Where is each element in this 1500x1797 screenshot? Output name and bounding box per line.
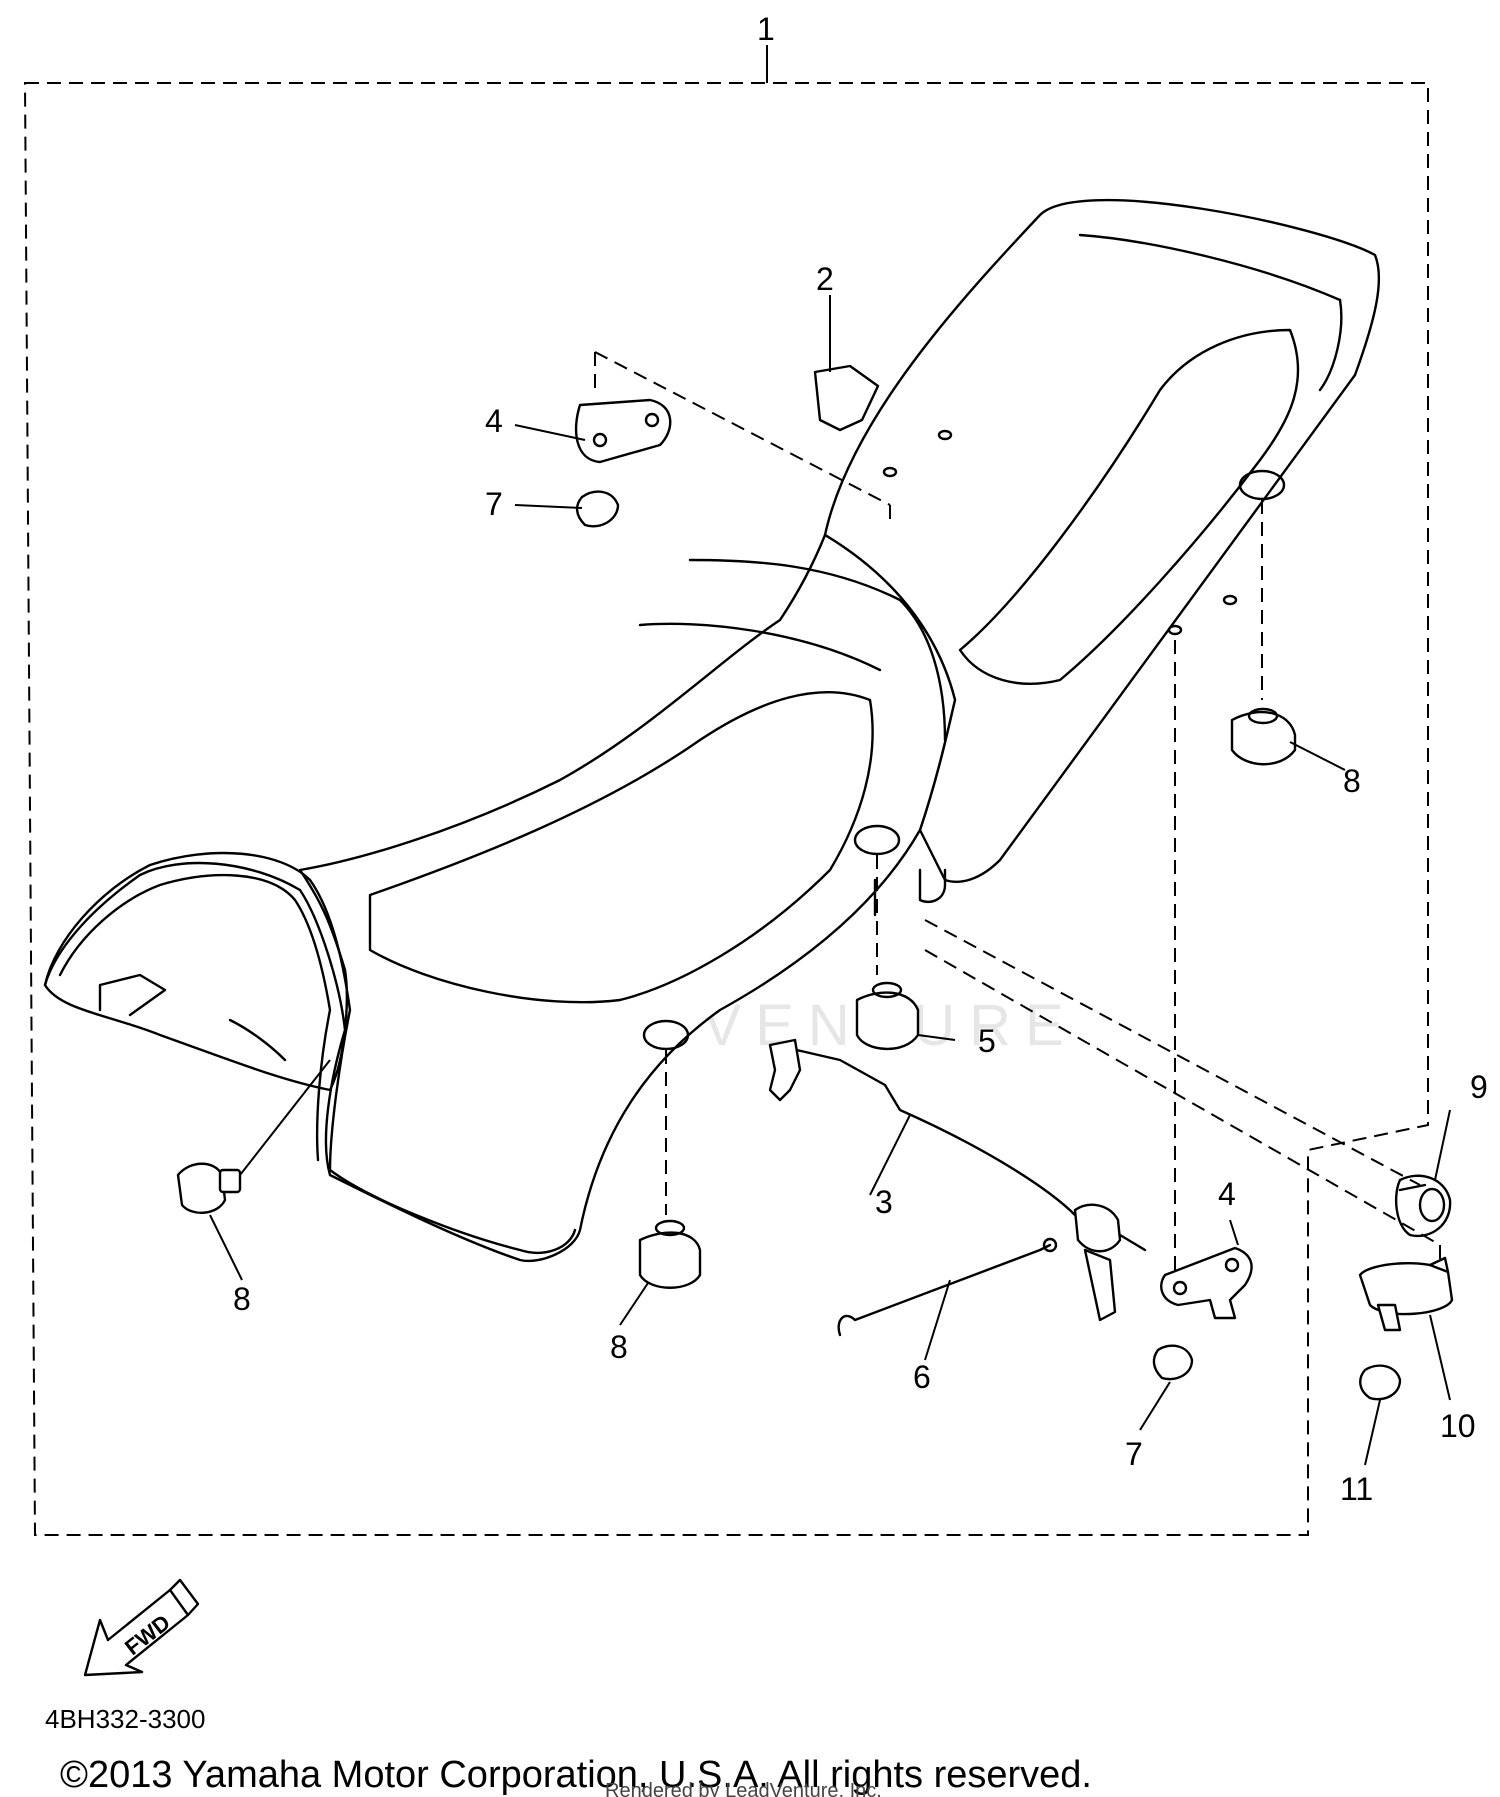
callout-5: 5 <box>978 1023 996 1059</box>
part-8-right-damper <box>1230 710 1297 766</box>
callout-1: 1 <box>757 11 775 47</box>
assembly-boundary <box>23 82 1429 1536</box>
callout-8-right: 8 <box>1343 763 1361 799</box>
part-8-lower-damper <box>638 1231 702 1289</box>
rendered-by: Rendered by LeadVenture, Inc. <box>605 1780 882 1797</box>
hardware <box>176 364 1454 1401</box>
guide-lines <box>594 351 1441 1270</box>
part-10-lock <box>1358 1262 1454 1316</box>
part-8-left-knob <box>176 1162 227 1214</box>
callout-2: 2 <box>816 261 834 297</box>
callout-11: 11 <box>1340 1471 1373 1507</box>
part-11-nut <box>1359 1364 1402 1401</box>
part-3-latch-rod <box>773 1043 1077 1217</box>
callout-3: 3 <box>875 1184 893 1220</box>
callout-10: 10 <box>1440 1408 1476 1444</box>
part-7-upper-nut <box>575 490 620 528</box>
callout-6: 6 <box>913 1359 931 1395</box>
callout-4-upper: 4 <box>485 403 503 439</box>
callout-8-left: 8 <box>233 1281 251 1317</box>
part-5-damper <box>855 991 920 1051</box>
copyright-notice: ©2013 Yamaha Motor Corporation, U.S.A. A… <box>60 1754 1092 1796</box>
callout-7-upper: 7 <box>485 486 503 522</box>
part-2-bracket <box>813 364 880 432</box>
part-4-upper-bracket <box>574 398 672 464</box>
part-7-lower-nut <box>1152 1344 1194 1381</box>
callout-4-lower: 4 <box>1218 1176 1236 1212</box>
callouts: 1 2 4 7 8 5 3 4 9 10 8 8 6 7 11 <box>233 11 1488 1507</box>
leader-lines <box>209 295 1451 1466</box>
diagram-code: 4BH332-3300 <box>45 1704 205 1734</box>
part-6-cable <box>837 1243 1052 1337</box>
callout-8-lower: 8 <box>610 1329 628 1365</box>
callout-7-lower: 7 <box>1125 1436 1143 1472</box>
seat-drawing <box>43 198 1381 1263</box>
callout-9: 9 <box>1470 1069 1488 1105</box>
part-4-lower-bracket <box>1160 1246 1253 1320</box>
fwd-arrow: FWD <box>83 1578 200 1677</box>
